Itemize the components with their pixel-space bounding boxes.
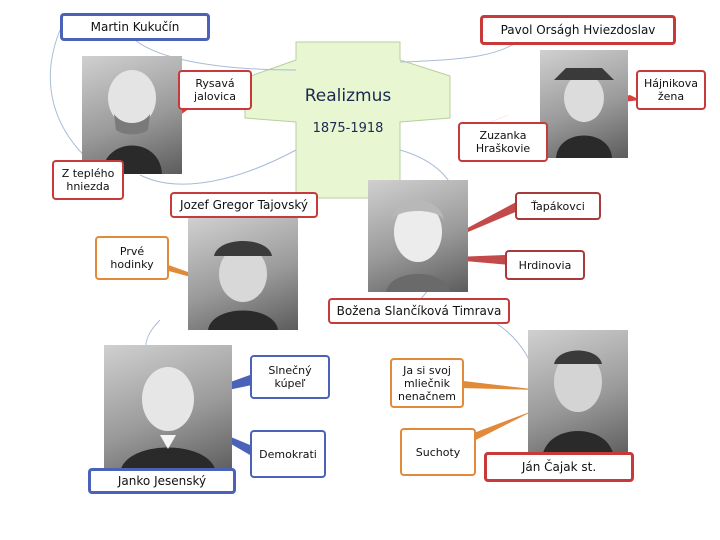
author-hviezdoslav: Pavol Orságh Hviezdoslav [480, 15, 676, 45]
work-demokrati: Demokrati [250, 430, 326, 478]
work-suchoty: Suchoty [400, 428, 476, 476]
work-z-tepleho: Z teplého hniezda [52, 160, 124, 200]
portrait-jesensky [104, 345, 232, 473]
work-ja-si-svoj: Ja si svoj mliečnik nenačnem [390, 358, 464, 408]
portrait-hviezdoslav [540, 50, 628, 158]
work-rysava: Rysavá jalovica [178, 70, 252, 110]
author-kukucin: Martin Kukučín [60, 13, 210, 41]
work-prve-hodinky: Prvé hodinky [95, 236, 169, 280]
connector-tajovsky [139, 149, 297, 185]
author-cajak: Ján Čajak st. [484, 452, 634, 482]
author-timrava: Božena Slančíková Timrava [328, 298, 510, 324]
work-zuzanka: Zuzanka Hraškovie [458, 122, 548, 162]
work-hrdinovia: Hrdinovia [505, 250, 585, 280]
author-jesensky: Janko Jesenský [88, 468, 236, 494]
work-hajnikova: Hájnikova žena [636, 70, 706, 110]
portrait-tajovsky [188, 218, 298, 330]
portrait-kukucin [82, 56, 182, 174]
work-tapakovci: Ťapákovci [515, 192, 601, 220]
work-slnecny: Slnečný kúpeľ [250, 355, 330, 399]
center-years: 1875-1918 [312, 121, 384, 136]
author-tajovsky: Jozef Gregor Tajovský [170, 192, 318, 218]
center-shape [244, 41, 451, 199]
center-title: Realizmus [304, 86, 392, 106]
portrait-timrava [368, 180, 468, 292]
portrait-cajak [528, 330, 628, 458]
callout-ja-si-svoj [455, 380, 540, 390]
connector-kukucin [134, 39, 297, 71]
